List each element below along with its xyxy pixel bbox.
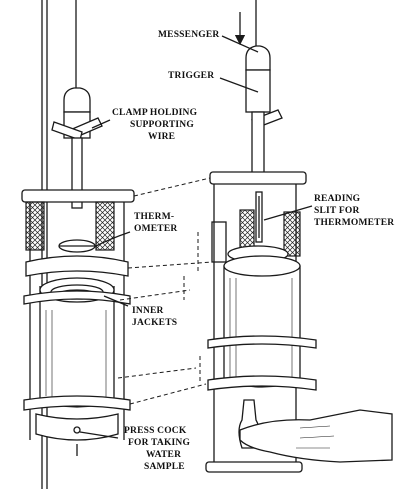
leader-messenger <box>221 35 259 53</box>
right-middle-band <box>207 335 317 349</box>
leader-inner-jackets <box>103 295 129 307</box>
leader-trigger <box>219 77 259 93</box>
dash-lower-band <box>129 383 207 405</box>
left-sampler <box>21 0 135 489</box>
label-thermometer-line-1: THERM- <box>134 212 175 222</box>
label-press-line-1: PRESS COCK <box>124 426 187 436</box>
left-clamp-wing-left <box>51 121 83 141</box>
right-cylinder-body <box>223 266 301 388</box>
hand-holding-bottle <box>239 409 393 463</box>
left-mesh-column-right <box>95 201 115 251</box>
hand-finger-line-2 <box>299 435 335 439</box>
left-top-crossbar <box>21 189 135 203</box>
left-central-stem <box>71 137 83 209</box>
right-cylinder-top-rim <box>223 255 301 277</box>
right-lower-band <box>207 375 317 391</box>
leader-lines <box>79 35 313 439</box>
dash-lid <box>127 261 213 269</box>
dash-cylinder <box>117 367 197 379</box>
left-upper-band <box>23 290 131 305</box>
label-clamp-line-2: SUPPORTING <box>130 120 194 130</box>
label-press-line-3: WATER <box>146 450 182 460</box>
label-press-line-4: SAMPLE <box>144 462 185 472</box>
leader-thermometer <box>95 231 131 247</box>
correspondence-lines <box>117 177 213 405</box>
label-inner-line-2: JACKETS <box>132 318 178 328</box>
hand-finger-line-1 <box>299 425 331 429</box>
messenger-weight <box>245 45 271 71</box>
leader-clamp <box>91 119 111 129</box>
trigger-housing <box>245 69 271 113</box>
left-mesh-column-left <box>25 201 45 251</box>
label-messenger: MESSENGER <box>158 30 220 40</box>
left-top-lid <box>25 255 129 277</box>
label-thermometer-line-2: OMETER <box>134 224 178 234</box>
label-clamp-line-3: WIRE <box>148 132 176 142</box>
right-mesh-column-right <box>283 211 301 257</box>
right-plain-column <box>211 221 227 263</box>
right-top-crossbar <box>209 171 307 185</box>
label-reading-line-2: SLIT FOR <box>314 206 360 216</box>
leader-press-cock <box>79 431 119 439</box>
leader-reading-slit <box>263 205 313 221</box>
label-press-line-2: FOR TAKING <box>128 438 191 448</box>
left-cylinder-body <box>39 286 115 408</box>
label-reading-line-3: THERMOMETER <box>314 218 395 228</box>
left-press-cock <box>73 426 81 434</box>
label-inner-line-1: INNER <box>132 306 164 316</box>
dash-crossbar <box>133 177 211 197</box>
left-clamp-head <box>63 87 91 113</box>
label-trigger: TRIGGER <box>168 71 215 81</box>
label-reading-line-1: READING <box>314 194 361 204</box>
right-bottom-base <box>205 461 303 473</box>
dash-upper-band <box>119 289 191 301</box>
right-sampler <box>205 0 393 473</box>
left-lower-band <box>23 395 131 411</box>
label-clamp-line-1: CLAMP HOLDING <box>112 108 198 118</box>
